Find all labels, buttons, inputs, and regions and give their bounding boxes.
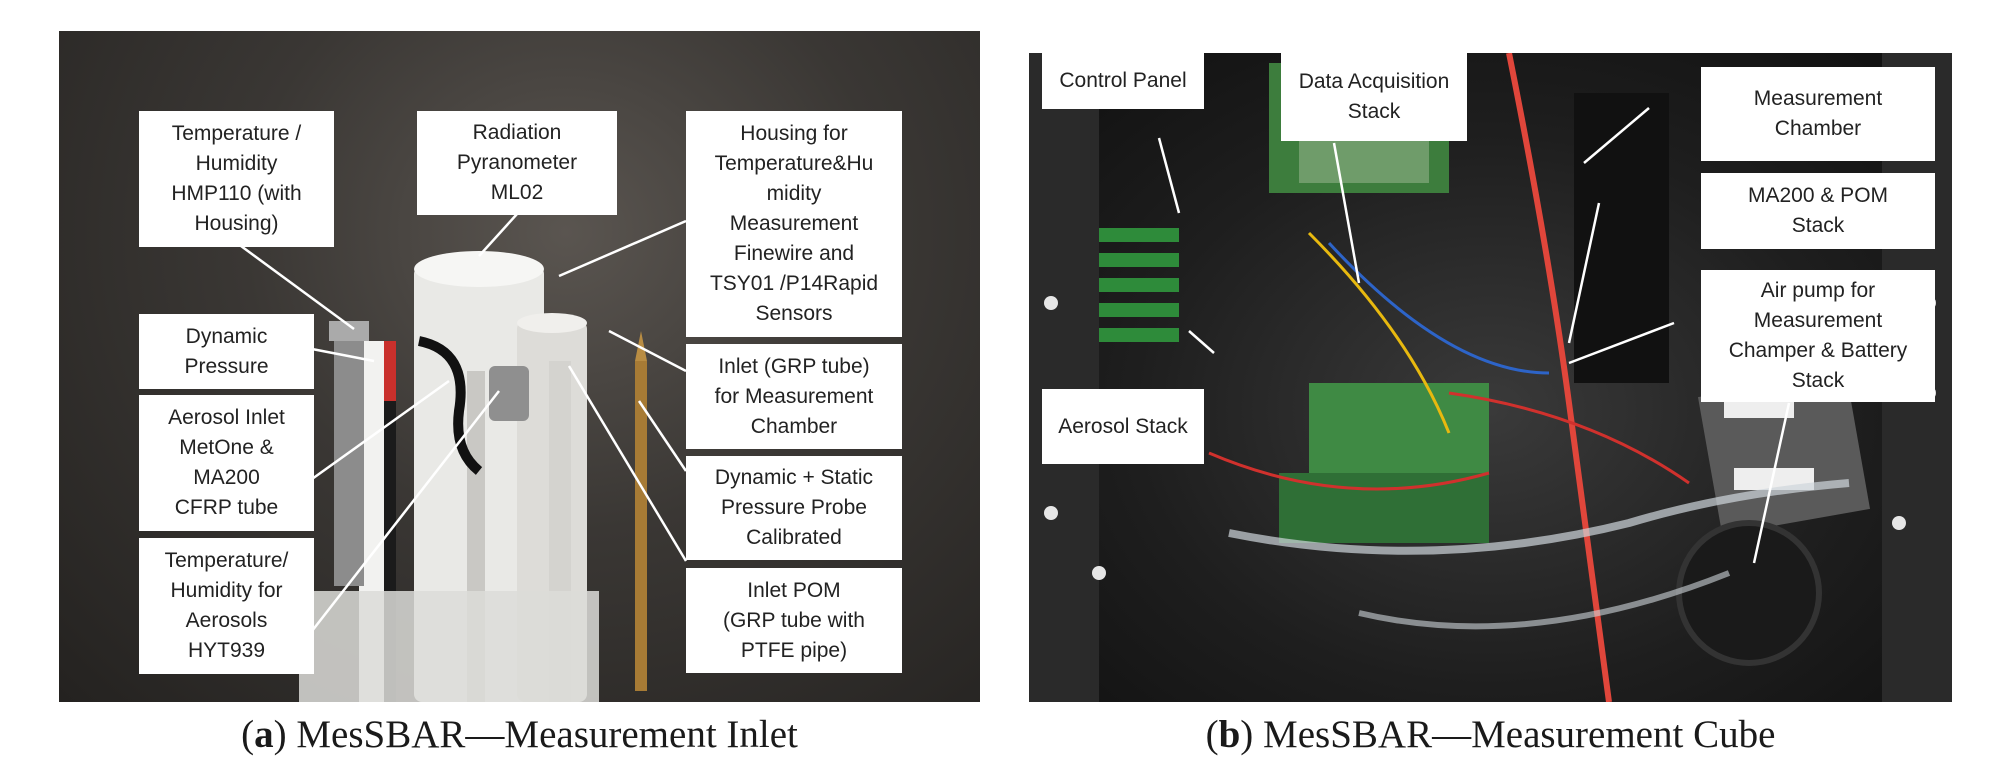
label-housing-temp-humidity: Housing for Temperature&Hu midity Measur…	[686, 111, 902, 337]
caption-letter-b: b	[1218, 713, 1241, 756]
caption-panel-a: (a) MesSBAR—Measurement Inlet	[241, 713, 798, 756]
label-dynamic-pressure: Dynamic Pressure	[139, 314, 314, 389]
label-dynamic-static-probe: Dynamic + Static Pressure Probe Calibrat…	[686, 456, 902, 560]
label-ma200-pom: MA200 & POM Stack	[1701, 173, 1935, 249]
label-data-acquisition: Data Acquisition Stack	[1281, 53, 1467, 141]
label-inlet-pom: Inlet POM (GRP tube with PTFE pipe)	[686, 568, 902, 673]
inlet-photo	[240, 213, 688, 702]
label-radiation-pyranometer: Radiation Pyranometer ML02	[417, 111, 617, 215]
photo-panel-b: Control Panel Data Acquisition Stack Mea…	[1029, 53, 1952, 702]
label-aerosol-stack: Aerosol Stack	[1042, 389, 1204, 464]
label-measurement-chamber: Measurement Chamber	[1701, 67, 1935, 161]
label-control-panel: Control Panel	[1042, 53, 1204, 109]
caption-text-b: MesSBAR—Measurement Cube	[1263, 713, 1776, 756]
caption-letter-a: a	[254, 713, 274, 756]
photo-panel-a: Temperature / Humidity HMP110 (with Hous…	[59, 31, 980, 702]
cube-photo	[1029, 53, 1952, 702]
label-aerosol-inlet: Aerosol Inlet MetOne & MA200 CFRP tube	[139, 395, 314, 531]
label-air-pump: Air pump for Measurement Champer & Batte…	[1701, 270, 1935, 402]
label-temp-humidity-hmp110: Temperature / Humidity HMP110 (with Hous…	[139, 111, 334, 247]
label-inlet-grp-tube: Inlet (GRP tube) for Measurement Chamber	[686, 344, 902, 449]
caption-text-a: MesSBAR—Measurement Inlet	[296, 713, 798, 756]
caption-panel-b: (b) MesSBAR—Measurement Cube	[1205, 713, 1776, 756]
label-temp-humidity-aerosols: Temperature/ Humidity for Aerosols HYT93…	[139, 538, 314, 674]
